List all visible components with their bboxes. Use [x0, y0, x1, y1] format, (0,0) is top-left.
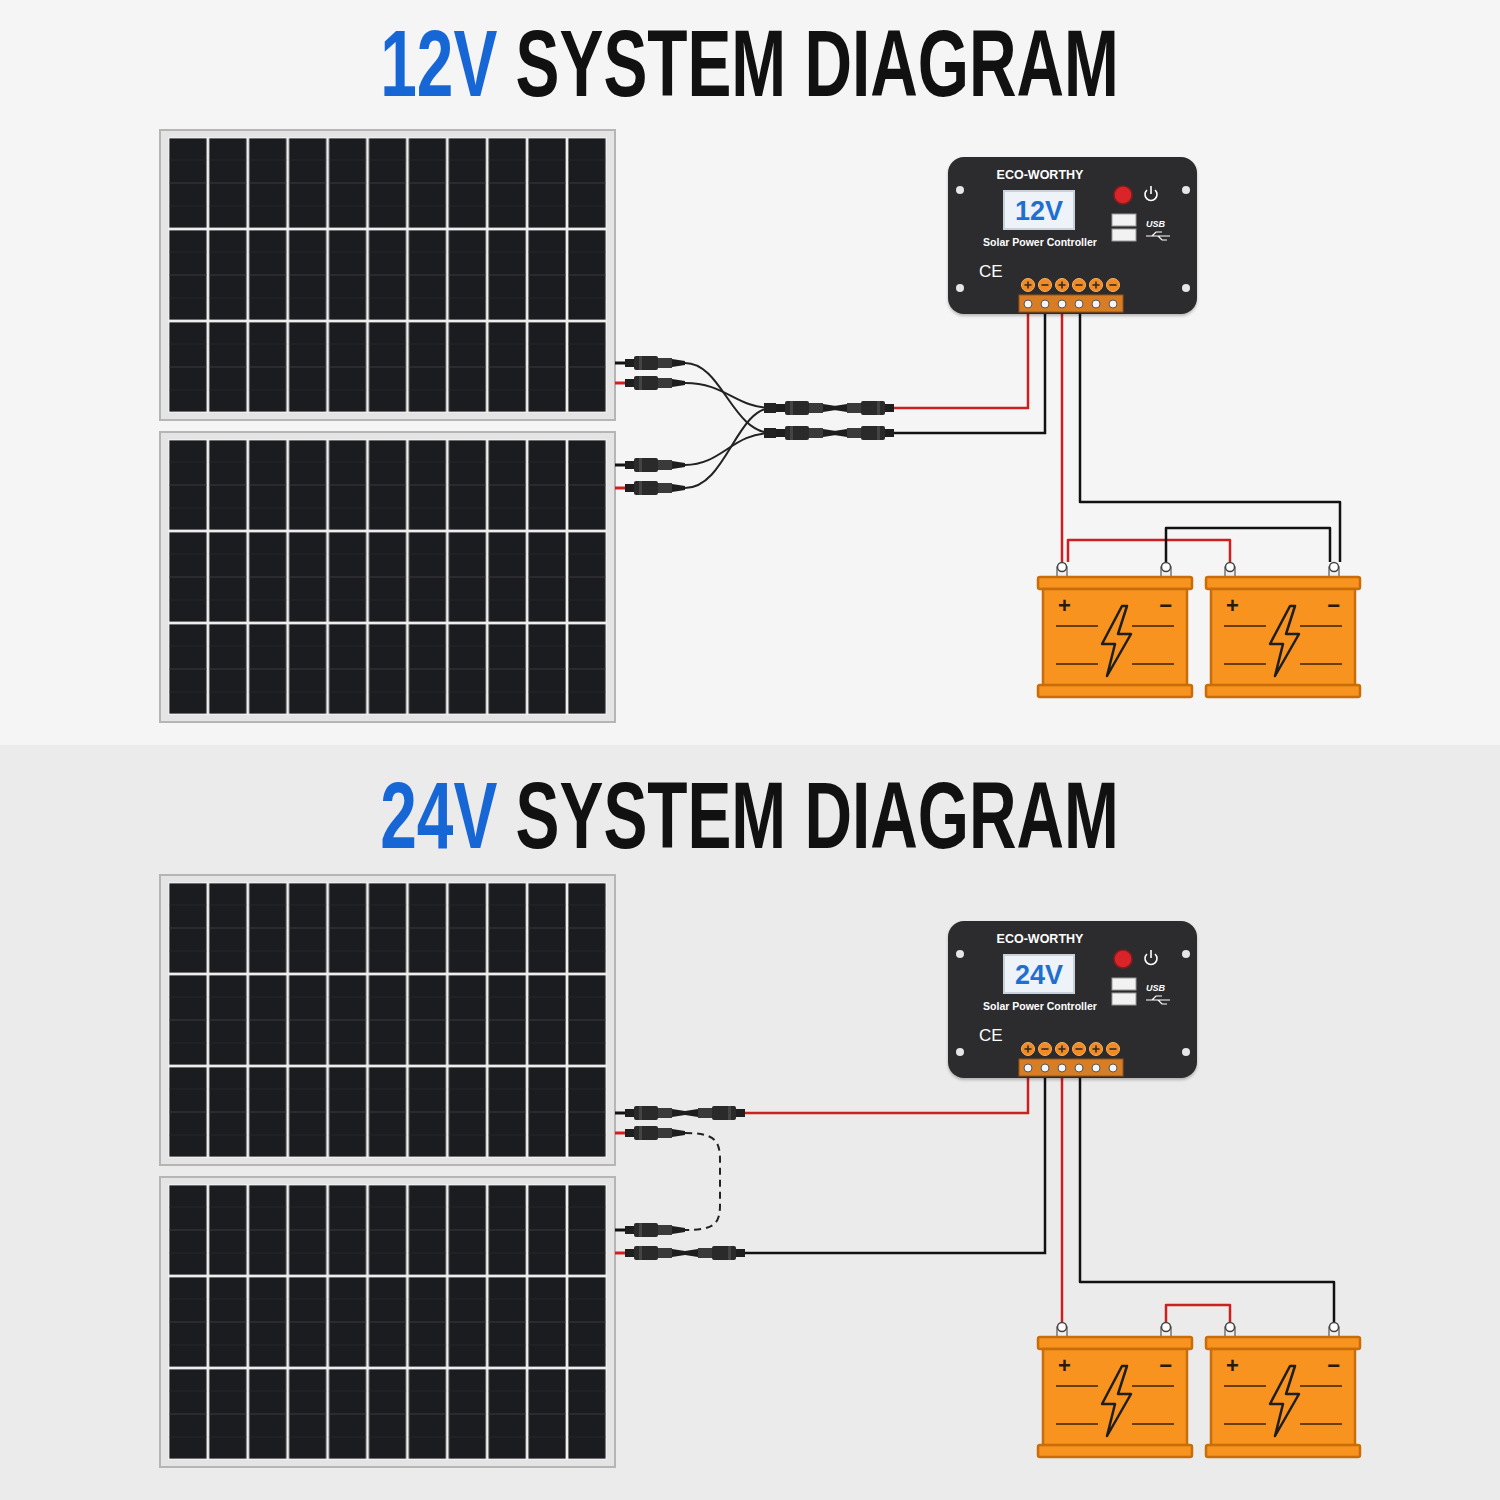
solar-panel — [160, 875, 615, 1165]
cert-mark: CE — [979, 263, 1003, 282]
battery: +− — [1204, 1322, 1362, 1458]
section-heading-text: 24V SYSTEM DIAGRAM — [381, 769, 1120, 863]
voltage-readout: 12V — [1015, 197, 1063, 227]
section-heading-text: 12V SYSTEM DIAGRAM — [381, 17, 1120, 111]
controller-display: 12V — [1003, 190, 1075, 230]
model-label: Solar Power Controller — [983, 1001, 1097, 1013]
solar-panel — [160, 130, 615, 420]
upper-ground — [0, 0, 1500, 745]
charge-controller: ECO-WORTHY Solar Power ControllerCE 24V — [948, 921, 1197, 1078]
solar-panel — [160, 432, 615, 722]
terminal-sign: − — [1327, 1354, 1340, 1378]
battery-cable — [1080, 1078, 1334, 1322]
usb-mark: USB — [1146, 219, 1165, 229]
terminal-sign: + — [1058, 594, 1071, 618]
terminal-sign: + — [1226, 1354, 1239, 1378]
battery-cable — [1166, 528, 1330, 562]
battery-body — [1204, 1322, 1362, 1458]
solar-panel — [160, 1177, 615, 1467]
battery-cable — [1166, 1305, 1230, 1322]
brand-name: ECO-WORTHY — [997, 169, 1084, 183]
battery-cable — [1068, 540, 1230, 562]
voltage-readout: 24V — [1015, 961, 1063, 991]
cert-mark: CE — [979, 1027, 1003, 1046]
battery-cable — [1061, 314, 1064, 562]
battery-cable — [1061, 1078, 1064, 1322]
model-label: Solar Power Controller — [983, 237, 1097, 249]
charge-controller: ECO-WORTHY Solar Power ControllerCE 12V — [948, 157, 1197, 314]
battery-body — [1036, 1322, 1194, 1458]
terminal-sign: − — [1159, 594, 1172, 618]
battery: +− — [1036, 1322, 1194, 1458]
lower-ground — [0, 745, 1500, 1500]
controller-display: 24V — [1003, 954, 1075, 994]
battery-cable — [1080, 314, 1340, 562]
brand-name: ECO-WORTHY — [997, 933, 1084, 947]
usb-mark: USB — [1146, 983, 1165, 993]
battery-body — [1204, 562, 1362, 698]
terminal-sign: − — [1159, 1354, 1172, 1378]
panel-wiring-parallel — [615, 314, 1045, 495]
section-heading: 24V SYSTEM DIAGRAM — [0, 769, 1500, 863]
battery: +− — [1204, 562, 1362, 698]
section-heading: 12V SYSTEM DIAGRAM — [0, 17, 1500, 111]
battery-body — [1036, 562, 1194, 698]
terminal-sign: + — [1058, 1354, 1071, 1378]
battery: +− — [1036, 562, 1194, 698]
panel-wiring-series — [615, 1078, 1045, 1260]
terminal-sign: − — [1327, 594, 1340, 618]
terminal-sign: + — [1226, 594, 1239, 618]
